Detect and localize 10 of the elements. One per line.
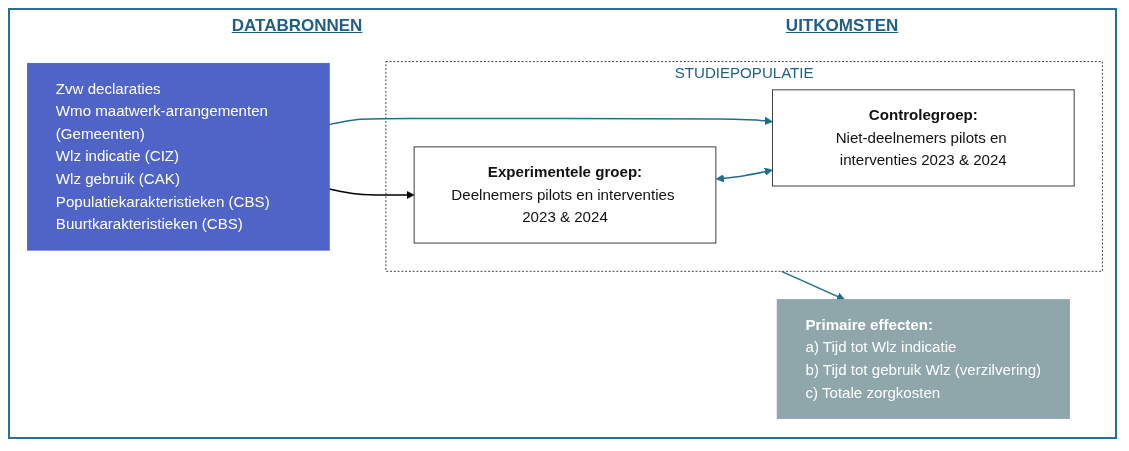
- node-box: Primaire effecten: a) Tijd tot Wlz indicatie b) Tijd tot gebruik Wlz (verzilvering) c) Totale zorgkosten: [776, 299, 1070, 419]
- arrow: [328, 116, 773, 126]
- arrow: [328, 188, 415, 200]
- arrow: [780, 270, 845, 301]
- arrow: [715, 167, 773, 183]
- column-heading: UITKOMSTEN: [785, 16, 899, 36]
- column-heading: DATABRONNEN: [231, 16, 363, 36]
- node-box: Controlegroep: Niet-deelnemers pilots en interventies 2023 & 2024: [771, 89, 1075, 187]
- node-box: Zvw declaraties Wmo maatwerk-arrangementen (Gemeenten) Wlz indicatie (CIZ) Wlz gebruik (CAK) Populatiekarakteristieken (CBS) Buurtkarakteristieken (CBS): [27, 62, 330, 251]
- node-box: Experimentele groep: Deelnemers pilots en interventies 2023 & 2024: [413, 146, 717, 244]
